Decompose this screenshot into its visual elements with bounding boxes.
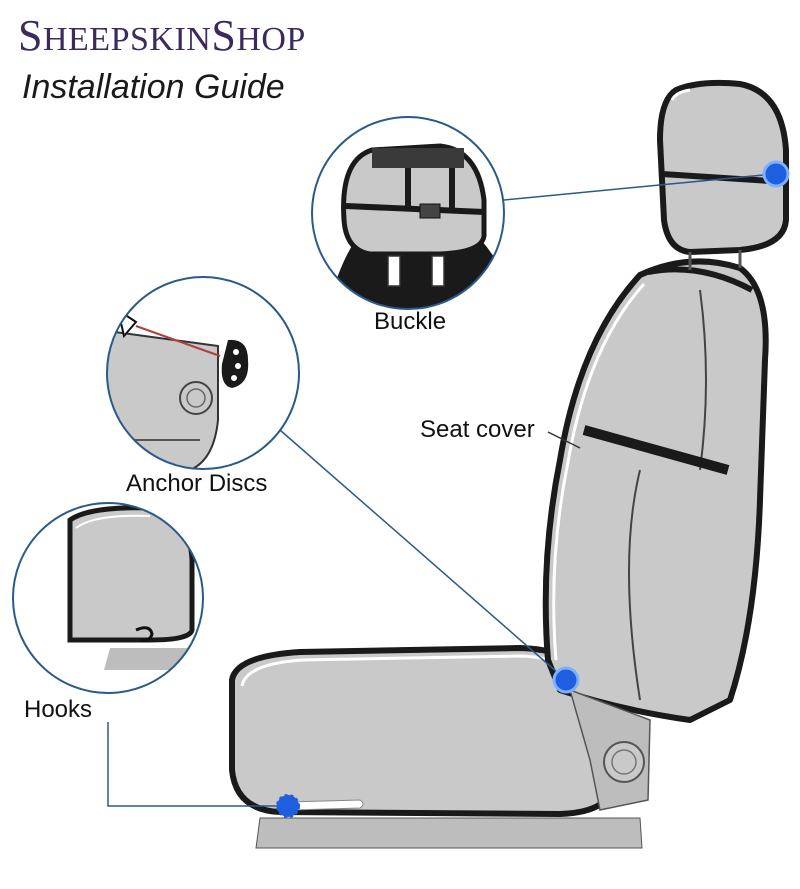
detail-circle-buckle xyxy=(311,116,505,310)
headrest xyxy=(657,79,789,255)
callout-seat-cover: Seat cover xyxy=(420,416,535,443)
detail-circle-anchor xyxy=(106,276,300,470)
seat-base-rail xyxy=(255,817,643,849)
brand-rest-2: HOP xyxy=(236,21,306,58)
leader-seat-cover xyxy=(547,431,581,449)
page-subtitle: Installation Guide xyxy=(22,68,285,106)
callout-buckle: Buckle xyxy=(374,308,447,335)
seat-backrest xyxy=(542,258,769,723)
marker-anchor xyxy=(552,666,580,694)
leader-buckle xyxy=(503,173,775,201)
marker-headrest xyxy=(762,160,790,188)
callout-anchor-discs: Anchor Discs xyxy=(126,470,268,497)
marker-hook xyxy=(276,794,300,818)
recliner-knob xyxy=(603,741,645,783)
brand-initial-1: S xyxy=(18,11,43,60)
detail-circle-hooks xyxy=(12,502,204,694)
leader-hooks xyxy=(107,722,286,807)
leader-anchor xyxy=(279,429,567,681)
callout-hooks: Hooks xyxy=(24,696,93,723)
seat-cushion-white-strip xyxy=(287,799,364,811)
backrest-strap xyxy=(582,425,730,475)
brand-logo: SHEEPSKINSHOP xyxy=(18,10,306,61)
brand-rest-1: HEEPSKIN xyxy=(42,21,212,58)
brand-initial-2: S xyxy=(211,11,237,60)
